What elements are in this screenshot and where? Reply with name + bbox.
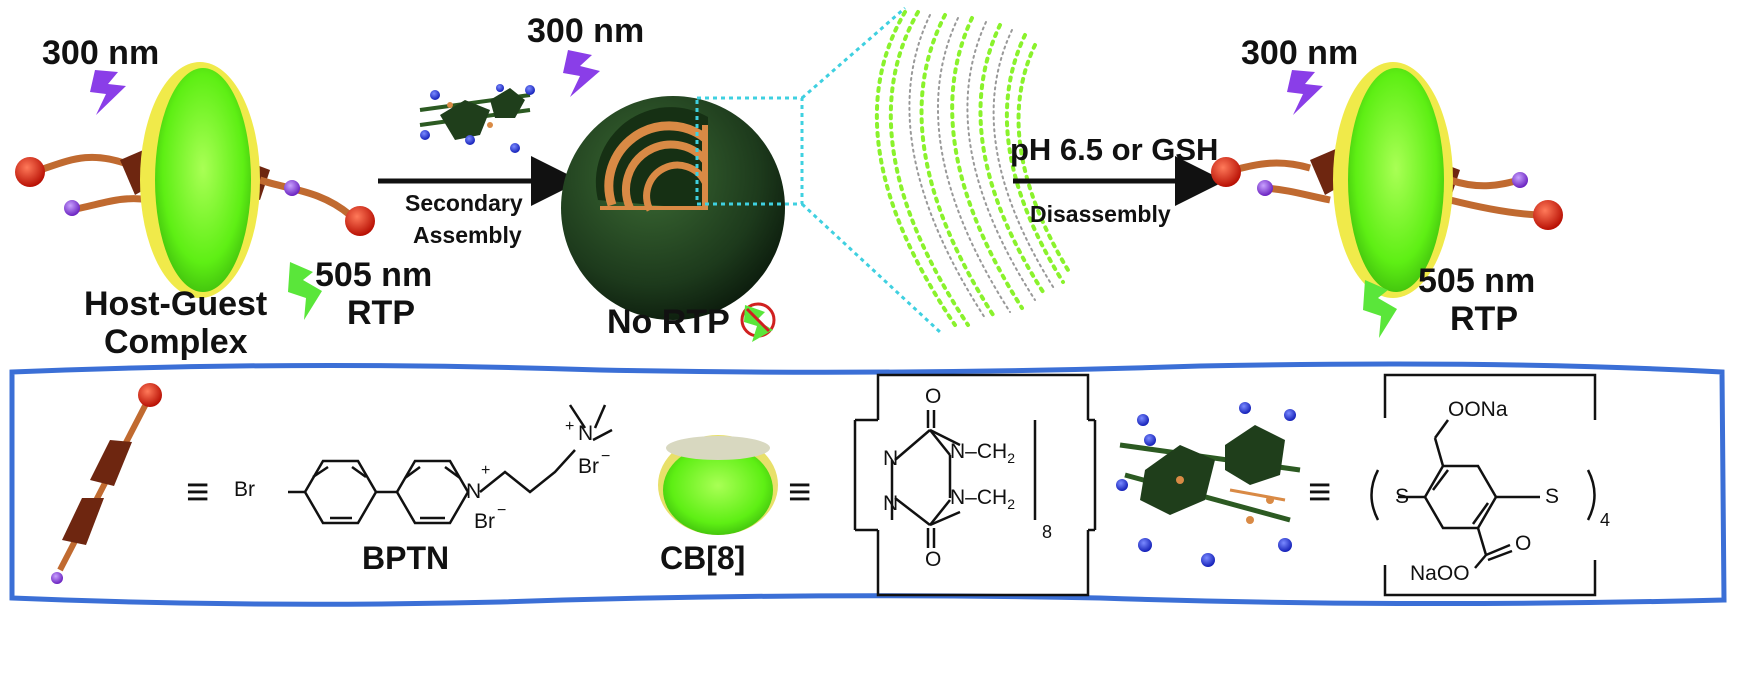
cb8-n2: N: [883, 492, 899, 515]
equiv-sign-3: ≡: [1308, 470, 1332, 514]
arrow1-label-line2: Assembly: [413, 222, 522, 248]
center-excitation-label: 300 nm: [527, 12, 645, 50]
equiv-sign-2: ≡: [788, 470, 812, 514]
arrow1-label-line1: Secondary: [405, 190, 523, 216]
cb8-ch2-top-text: N–CH: [950, 440, 1008, 463]
bptn-plus: +: [481, 462, 491, 479]
no-rtp-caption: No RTP: [607, 303, 730, 341]
cb8-repeat: 8: [1042, 522, 1053, 542]
polymer-carbonyl-o: O: [1515, 532, 1532, 555]
left-emission-wavelength-label: 505 nm: [315, 256, 433, 294]
polymer-o-top: O: [1448, 398, 1465, 421]
right-emission-wavelength-label: 505 nm: [1418, 262, 1536, 300]
complex-name-line2: Complex: [104, 323, 248, 361]
lightning-purple-icon: [90, 70, 126, 115]
lightning-purple-icon: [1287, 70, 1323, 115]
bptn-nme3-n: N: [578, 422, 594, 445]
polymer-small-model: [419, 84, 535, 153]
red-ball-left: [15, 157, 45, 187]
cb8-ch2-bottom: N–CH2: [950, 486, 1015, 512]
right-emission-type-label: RTP: [1450, 300, 1518, 338]
bptn-br-right-minus: −: [601, 448, 611, 465]
left-emission-type-label: RTP: [347, 294, 415, 332]
no-lightning-icon: [740, 302, 776, 342]
polymer-repeat: 4: [1600, 510, 1611, 530]
complex-name-line1: Host-Guest: [84, 285, 268, 323]
cb8-o-bottom: O: [925, 548, 942, 571]
lightning-green-icon: [1363, 280, 1397, 338]
zoom-box: [695, 96, 804, 206]
cb8-ch2-bottom-sub: 2: [1007, 496, 1015, 513]
polymer-nao-text: NaO: [1410, 562, 1454, 585]
bptn-br-bottom-minus: −: [497, 502, 507, 519]
bptn-structure: [288, 404, 613, 525]
left-excitation-label: 300 nm: [42, 34, 160, 72]
legend-border: [9, 361, 1727, 607]
purple-ball: [64, 200, 80, 216]
lightning-green-icon: [288, 262, 322, 320]
polymer-ona-text: ONa: [1464, 398, 1508, 421]
bptn-name: BPTN: [362, 540, 450, 576]
polymer-ona-top: OONa: [1448, 398, 1508, 422]
polymer-naoo-bottom: NaOO: [1410, 562, 1470, 586]
cb8-barrel-green: [155, 68, 251, 292]
polymer-structure: [1370, 373, 1597, 597]
layered-nanoparticle: [561, 96, 785, 320]
cb8-ch2-top: N–CH2: [950, 440, 1015, 466]
cb8-n1: N: [883, 447, 899, 470]
arrow2-condition-label: pH 6.5 or GSH: [1010, 132, 1219, 167]
host-guest-complex-left: [15, 62, 375, 298]
polymer-s-right: S: [1545, 485, 1560, 508]
cb8-barrel-icon: [658, 435, 778, 535]
cb8-structure: [853, 373, 1097, 597]
cb8-ch2-bottom-text: N–CH: [950, 486, 1008, 509]
cb8-ch2-top-sub: 2: [1007, 450, 1015, 467]
cb8-name: CB[8]: [660, 540, 746, 576]
bptn-br-right: Br: [578, 455, 599, 478]
bptn-nme3-plus: +: [565, 418, 575, 435]
polymer-3d-model: [1116, 402, 1301, 567]
host-guest-complex-right: [1211, 62, 1563, 298]
arrow2-label: Disassembly: [1030, 201, 1171, 227]
bptn-br-bottom: Br: [474, 510, 495, 533]
red-ball-right: [345, 206, 375, 236]
lamellar-layers: [874, 10, 1070, 327]
polymer-o-bottom: O: [1453, 562, 1470, 585]
lightning-purple-icon: [563, 50, 600, 97]
cb8-o-top: O: [925, 385, 942, 408]
guest-chain-lower: [69, 195, 151, 214]
equiv-sign: ≡: [186, 470, 210, 514]
right-excitation-label: 300 nm: [1241, 34, 1359, 72]
bptn-3d-model: [51, 383, 162, 584]
polymer-s-left: S: [1395, 485, 1410, 508]
purple-ball: [284, 180, 300, 196]
bptn-br-left: Br: [234, 478, 255, 501]
bptn-n-plus: N: [466, 480, 482, 503]
